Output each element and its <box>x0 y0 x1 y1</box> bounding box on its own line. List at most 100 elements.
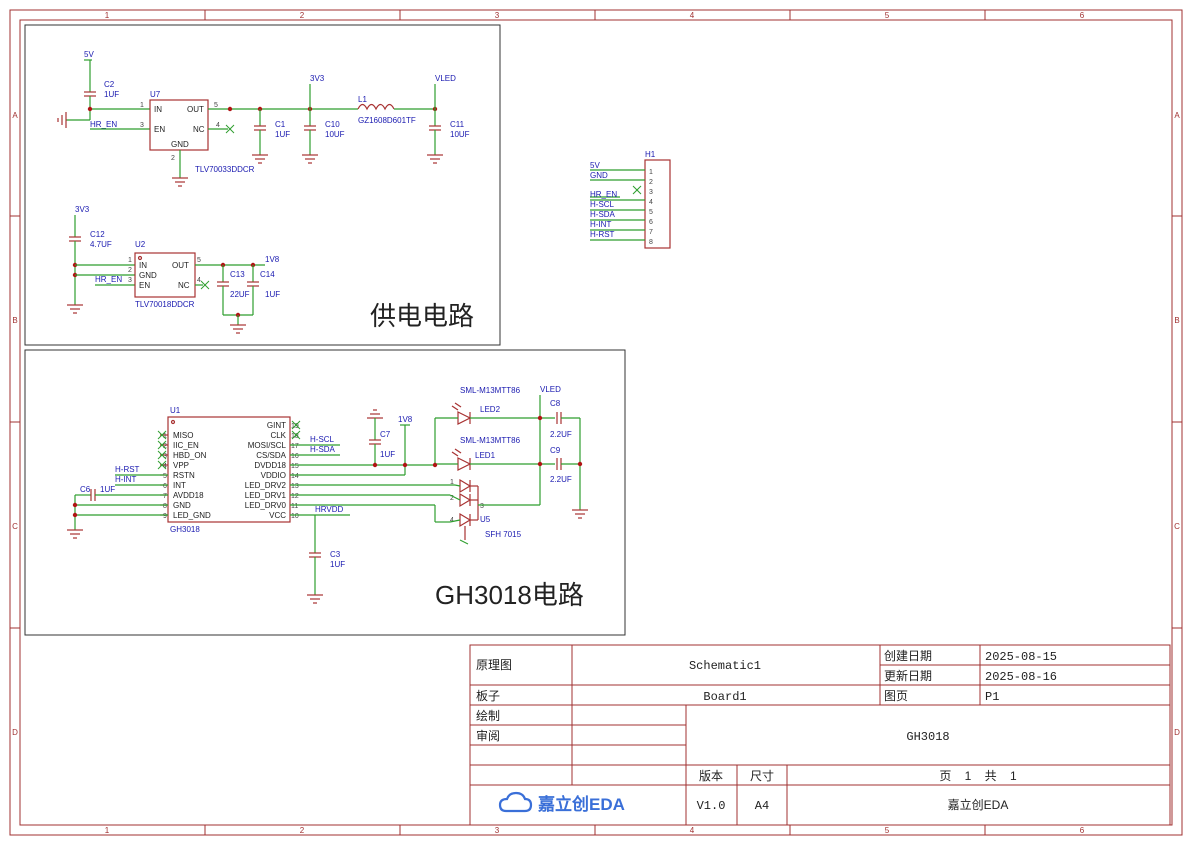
h1-pin-1: 1 <box>649 169 653 176</box>
grid-col-3-top: 3 <box>495 11 500 20</box>
u1-left-pin-number: 5 <box>163 473 167 480</box>
no-connect-u7-nc <box>225 124 235 134</box>
h1-pin-2: 2 <box>649 179 653 186</box>
c1-value: 1UF <box>275 130 290 139</box>
tb-value-board: Board1 <box>703 690 746 704</box>
u1-right-pin-number: 11 <box>291 503 298 510</box>
c10-ref: C10 <box>325 120 340 129</box>
tb-label-review: 审阅 <box>476 728 500 743</box>
grid-col-6-top: 6 <box>1080 11 1085 20</box>
ground-symbol-u7 <box>172 177 188 187</box>
h1-pin-3: 3 <box>649 189 653 196</box>
c11-value: 10UF <box>450 130 470 139</box>
tb-company: 嘉立创EDA <box>948 797 1009 812</box>
u7-pin-in: IN <box>154 105 162 114</box>
u1-gh3018[interactable]: U1 GH3018 MISO1IIC_EN2HBD_ON3VPP4RSTN5IN… <box>160 406 299 534</box>
tb-label-updated: 更新日期 <box>884 668 932 683</box>
c12-value: 4.7UF <box>90 240 112 249</box>
c10-value: 10UF <box>325 130 345 139</box>
grid-col-3-bottom: 3 <box>495 826 500 835</box>
net-5v: 5V <box>84 50 94 59</box>
led2[interactable] <box>451 402 472 425</box>
u5-part: SFH 7015 <box>485 530 522 539</box>
led1[interactable] <box>451 448 472 471</box>
tb-label-created: 创建日期 <box>884 649 932 663</box>
h1-connector[interactable]: H1 1 2 3 4 5 6 7 8 5V GND HR_EN H-SCL H-… <box>590 150 671 249</box>
h1-net-5v: 5V <box>590 161 600 170</box>
net-1v8-power: 1V8 <box>265 255 280 264</box>
u7-regulator[interactable]: U7 IN EN OUT NC GND 1 3 5 4 2 TLV70033DD… <box>140 90 255 174</box>
net-vled-top: VLED <box>435 74 456 83</box>
tb-value-updated: 2025-08-16 <box>985 670 1057 684</box>
c8-value: 2.2UF <box>550 430 572 439</box>
net-h-sda-u1: H-SDA <box>310 445 336 454</box>
grid-row-a-right: A <box>1174 111 1180 120</box>
grid-col-5-bottom: 5 <box>885 826 890 835</box>
net-vled-gh: VLED <box>540 385 561 394</box>
u2-num-2: 2 <box>128 267 132 274</box>
u5-ref: U5 <box>480 515 491 524</box>
gh-section-title: GH3018电路 <box>435 580 584 610</box>
u1-right-pin-number: 13 <box>291 483 299 490</box>
net-h-int-u1: H-INT <box>115 475 136 484</box>
u1-right-pin-label: VCC <box>269 511 286 520</box>
tb-value-created: 2025-08-15 <box>985 650 1057 664</box>
tb-label-size: 尺寸 <box>750 769 774 783</box>
tb-center-title: GH3018 <box>906 730 949 744</box>
u1-right-pin-label: MOSI/SCL <box>248 441 287 450</box>
power-supply-panel[interactable]: 供电电路 5V C2 1UF HR_EN U7 IN EN OUT NC GND… <box>24 24 501 346</box>
ground-symbol-c12 <box>67 304 83 314</box>
no-connect-u1-left <box>157 430 167 470</box>
c13-value: 22UF <box>230 290 250 299</box>
net-hrvdd: HRVDD <box>315 505 344 514</box>
tb-value-size: A4 <box>755 799 769 813</box>
u2-pin-out: OUT <box>172 261 189 270</box>
net-3v3-top: 3V3 <box>310 74 325 83</box>
grid-row-a-left: A <box>12 111 18 120</box>
grid-col-2-top: 2 <box>300 11 305 20</box>
grid-row-b-right: B <box>1174 316 1179 325</box>
u2-pin-en: EN <box>139 281 150 290</box>
u2-num-4: 4 <box>197 277 201 284</box>
u2-regulator[interactable]: U2 IN GND EN OUT NC 1 2 3 5 4 TLV70018DD… <box>128 240 201 309</box>
h1-net-gnd: GND <box>590 171 608 180</box>
u7-num-1: 1 <box>140 102 144 109</box>
cloud-icon <box>498 791 533 813</box>
u7-pin-nc: NC <box>193 125 205 134</box>
h1-net-hr-en: HR_EN <box>590 190 617 199</box>
u1-right-pin-label: LED_DRV0 <box>245 501 287 510</box>
gh3018-panel[interactable]: GH3018电路 U1 GH3018 MISO1IIC_EN2HBD_ON3VP… <box>24 349 626 636</box>
c8-ref: C8 <box>550 399 561 408</box>
u5-sfh7015[interactable]: 1 2 3 4 <box>450 478 484 545</box>
ground-symbol-left <box>57 112 67 128</box>
u7-num-2: 2 <box>171 155 175 162</box>
u1-right-pin-number: 12 <box>291 493 299 500</box>
c6-value: 1UF <box>100 485 115 494</box>
c7-value: 1UF <box>380 450 395 459</box>
u1-part: GH3018 <box>170 525 200 534</box>
led1-part: SML-M13MTT86 <box>460 436 521 445</box>
l1-value: GZ1608D601TF <box>358 116 416 125</box>
u1-left-pin-label: VPP <box>173 461 189 470</box>
c6-ref: C6 <box>80 485 91 494</box>
u1-left-pin-number: 7 <box>163 493 167 500</box>
c9-value: 2.2UF <box>550 475 572 484</box>
net-hr-en-u7: HR_EN <box>90 120 117 129</box>
u2-pin-nc: NC <box>178 281 190 290</box>
h1-pin-6: 6 <box>649 219 653 226</box>
drawing-frame: 1 2 3 4 5 6 1 2 3 4 5 6 A B C D A B C D <box>9 9 1183 836</box>
u1-left-pin-number: 2 <box>163 443 167 450</box>
h1-net-h-rst: H-RST <box>590 230 615 239</box>
l1-inductor[interactable] <box>357 103 395 111</box>
ground-symbol-u1 <box>67 529 83 539</box>
tb-label-board: 板子 <box>476 689 500 703</box>
power-section-title: 供电电路 <box>370 301 474 331</box>
u1-left-pin-number: 6 <box>163 483 167 490</box>
grid-row-c-right: C <box>1174 522 1180 531</box>
u1-left-pin-number: 4 <box>163 463 167 470</box>
ground-symbol-c13-c14 <box>230 324 246 334</box>
u7-num-3: 3 <box>140 122 144 129</box>
u5-pin-1: 1 <box>450 479 454 486</box>
u7-num-4: 4 <box>216 122 220 129</box>
